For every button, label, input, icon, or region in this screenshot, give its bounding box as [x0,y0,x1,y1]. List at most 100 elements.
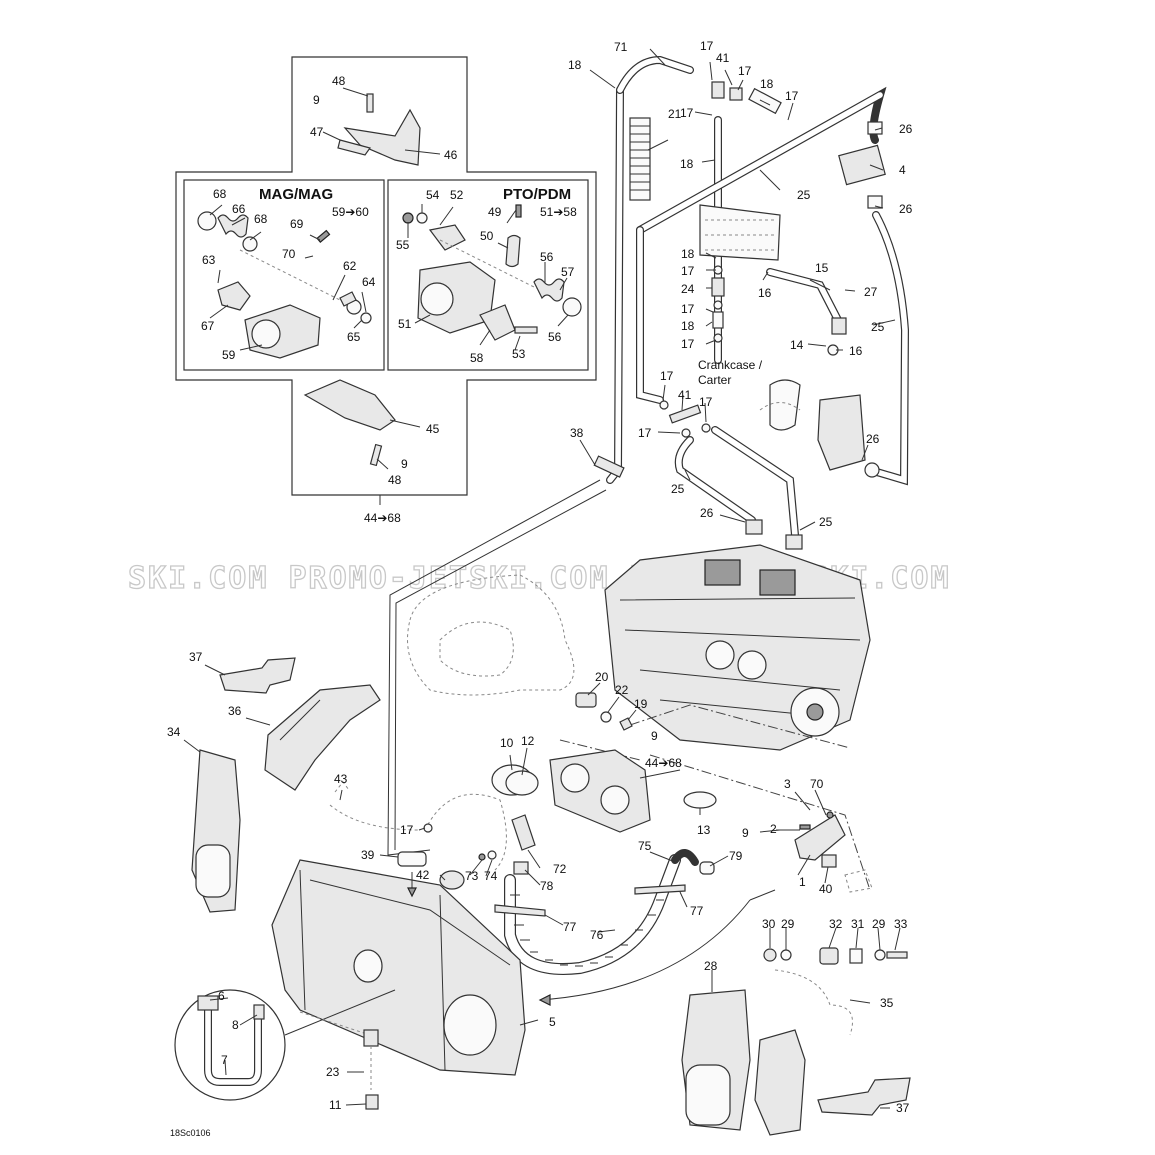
callout-1: 1 [799,875,806,889]
callout-5: 5 [549,1015,556,1029]
callout-76: 76 [590,928,604,942]
callout-68b: 68 [254,212,268,226]
callout-64: 64 [362,275,376,289]
callout-18b: 18 [760,77,774,91]
bracket-part [343,108,421,166]
pad-part-37a [219,657,296,694]
callout-9d: 9 [742,826,749,840]
callout-26c: 26 [866,432,880,446]
callout-17h: 17 [660,369,674,383]
cover-part-35 [754,1029,806,1136]
callout-8: 8 [232,1018,239,1032]
callout-17c: 17 [785,89,799,103]
callout-labels: 48 9 47 46 68 66 68 69 70 63 62 64 67 65… [167,39,913,1115]
callout-36: 36 [228,704,242,718]
callout-46: 46 [444,148,458,162]
callout-15: 15 [815,261,829,275]
callout-72: 72 [553,862,567,876]
callout-41b: 41 [678,388,692,402]
leader-lines [183,48,901,1109]
callout-23: 23 [326,1065,340,1079]
callout-26b: 26 [899,202,913,216]
callout-62: 62 [343,259,357,273]
callout-32: 32 [829,917,843,931]
callout-49: 49 [488,205,502,219]
pto-panel-title: PTO/PDM [503,186,571,203]
callout-54: 54 [426,188,440,202]
callout-26d: 26 [700,506,714,520]
callout-31: 31 [851,917,865,931]
pto-panel-range: 51➔58 [540,205,577,219]
spiral-hose-part [629,117,651,201]
gasket-part [197,211,217,231]
callout-68: 68 [213,187,227,201]
callout-39: 39 [361,848,375,862]
mag-panel [183,179,385,371]
callout-9: 9 [313,93,320,107]
callout-75: 75 [638,839,652,853]
callout-16b: 16 [849,344,863,358]
cover-part-36 [264,684,381,791]
callout-45: 45 [426,422,440,436]
callout-28: 28 [704,959,718,973]
callout-30: 30 [762,917,776,931]
callout-18e: 18 [681,319,695,333]
callout-17d: 17 [680,106,694,120]
callout-18d: 18 [681,247,695,261]
callout-33: 33 [894,917,908,931]
callout-12: 12 [521,734,535,748]
callout-25: 25 [797,188,811,202]
callout-24: 24 [681,282,695,296]
callout-42: 42 [416,868,430,882]
callout-17k: 17 [400,823,414,837]
callout-53: 53 [512,347,526,361]
callout-41: 41 [716,51,730,65]
fuel-tank-part [271,859,526,1076]
callout-27: 27 [864,285,878,299]
callout-71: 71 [614,40,628,54]
callout-10: 10 [500,736,514,750]
callout-77: 77 [690,904,704,918]
callout-7: 7 [221,1053,228,1067]
callout-79: 79 [729,849,743,863]
callout-34: 34 [167,725,181,739]
callout-4: 4 [899,163,906,177]
callout-65: 65 [347,330,361,344]
callout-48: 48 [332,74,346,88]
callout-38: 38 [570,426,584,440]
callout-17e: 17 [681,264,695,278]
callout-16: 16 [758,286,772,300]
check-valve-part [838,121,886,209]
callout-44-68: 44➔68 [645,756,682,770]
callout-37b: 37 [896,1101,910,1115]
callout-29: 29 [781,917,795,931]
callout-14: 14 [790,338,804,352]
exhaust-outline [407,574,575,696]
pump-assembly-part [759,379,880,478]
callout-29b: 29 [872,917,886,931]
callout-9b: 9 [401,457,408,471]
callout-50: 50 [480,229,494,243]
callout-40: 40 [819,882,833,896]
callout-2: 2 [770,822,777,836]
sensor-detail-circle [174,989,286,1101]
callout-59: 59 [222,348,236,362]
callout-70b: 70 [810,777,824,791]
callout-70: 70 [282,247,296,261]
callout-37: 37 [189,650,203,664]
callout-17: 17 [700,39,714,53]
callout-20: 20 [595,670,609,684]
fuel-rail-part [699,204,781,261]
callout-19: 19 [634,697,648,711]
callout-9c: 9 [651,729,658,743]
callout-47: 47 [310,125,324,139]
callout-57: 57 [561,265,575,279]
plate-part [303,379,396,431]
screw-part [366,93,374,113]
callout-3: 3 [784,777,791,791]
callout-6: 6 [218,989,225,1003]
carburetor-group-outline [175,56,597,496]
callout-67: 67 [201,319,215,333]
callout-17b: 17 [738,64,752,78]
callout-78: 78 [540,879,554,893]
